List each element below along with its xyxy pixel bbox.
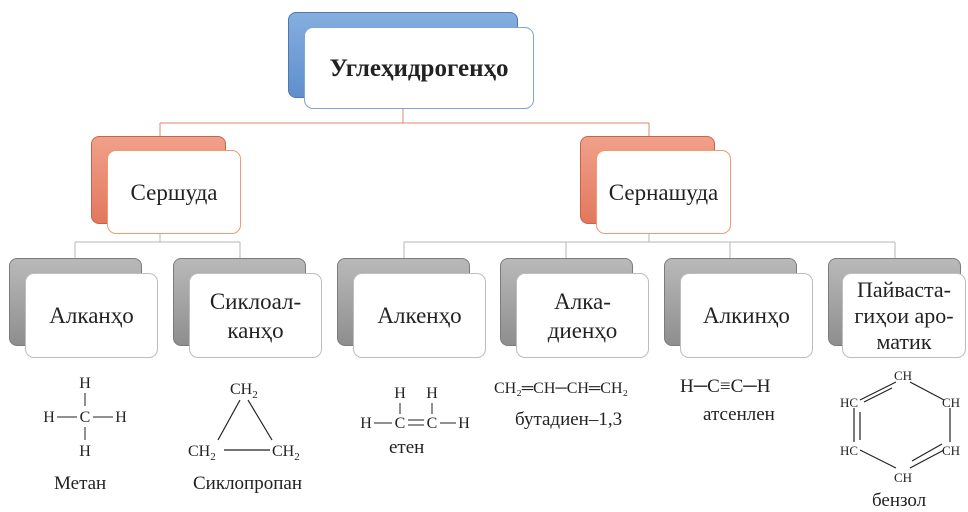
class-alkadienes-box: Алка- диенҳо	[516, 273, 649, 358]
benzene-name: бензол	[872, 490, 927, 511]
methane-h-right: H	[115, 409, 127, 426]
class-cycloalkanes-label: Сиклоал- канҳо	[209, 288, 302, 343]
root-box: Углеҳидрогенҳо	[304, 27, 534, 109]
class-aromatic-label: Пайваста- гиҳои аро- матик	[854, 276, 954, 354]
butadiene-name: бутадиен–1,3	[515, 409, 623, 430]
methane-structure: H H C H H	[43, 375, 127, 460]
ethene-h3: H	[360, 415, 372, 430]
group-unsaturated-box: Сернашуда	[596, 150, 731, 234]
class-alkanes-label: Алканҳо	[49, 303, 134, 328]
ethene-c2: C	[427, 415, 438, 430]
group-unsaturated-label: Сернашуда	[608, 179, 719, 205]
methane-h-bottom: H	[79, 443, 91, 460]
cyclopropane-right: CH2	[272, 443, 300, 463]
class-alkynes-label: Алкинҳо	[703, 303, 790, 328]
benzene-ch-top: CH	[894, 368, 912, 383]
benzene-hc-left-top: HC	[840, 395, 858, 410]
methane-h-top: H	[79, 375, 91, 392]
class-cycloalkanes-box: Сиклоал- канҳо	[189, 273, 322, 358]
benzene-hc-left-bottom: HC	[840, 443, 858, 458]
benzene-ch-bottom: CH	[894, 470, 912, 485]
class-alkenes-box: Алкенҳо	[353, 273, 486, 358]
ethene-name: етен	[389, 437, 425, 458]
class-aromatic-box: Пайваста- гиҳои аро- матик	[842, 273, 966, 358]
ethene-c1: C	[395, 415, 406, 430]
benzene-ch-right-bottom: CH	[942, 443, 960, 458]
ethene-h2: H	[426, 385, 438, 402]
methane-name: Метан	[54, 473, 107, 494]
cyclopropane-structure: CH2 CH2 CH2	[188, 381, 300, 463]
benzene-structure: CH HC CH HC CH CH	[840, 368, 960, 485]
cyclopropane-name: Сиклопропан	[193, 473, 302, 494]
acetylene-formula: H─C≡C─H	[680, 376, 771, 397]
methane-h-left: H	[43, 409, 55, 426]
ethene-h4: H	[458, 415, 470, 430]
group-saturated-box: Сершуда	[107, 150, 241, 234]
benzene-ch-right-top: CH	[942, 395, 960, 410]
class-alkanes-box: Алканҳо	[25, 273, 158, 358]
butadiene-formula: CH₂═CH─CH═CH₂	[494, 380, 629, 397]
cyclopropane-top: CH2	[230, 381, 258, 401]
ethene-h1: H	[394, 385, 406, 402]
group-saturated-label: Сершуда	[130, 179, 218, 205]
class-alkynes-box: Алкинҳо	[680, 273, 813, 358]
class-alkadienes-label: Алка- диенҳо	[547, 288, 618, 343]
acetylene-name: атсенлен	[703, 404, 775, 425]
methane-c: C	[80, 409, 91, 426]
cyclopropane-left: CH2	[188, 443, 216, 463]
class-alkenes-label: Алкенҳо	[377, 303, 462, 328]
root-label: Углеҳидрогенҳо	[329, 54, 509, 82]
ethene-structure: H H H C C H	[360, 385, 470, 430]
